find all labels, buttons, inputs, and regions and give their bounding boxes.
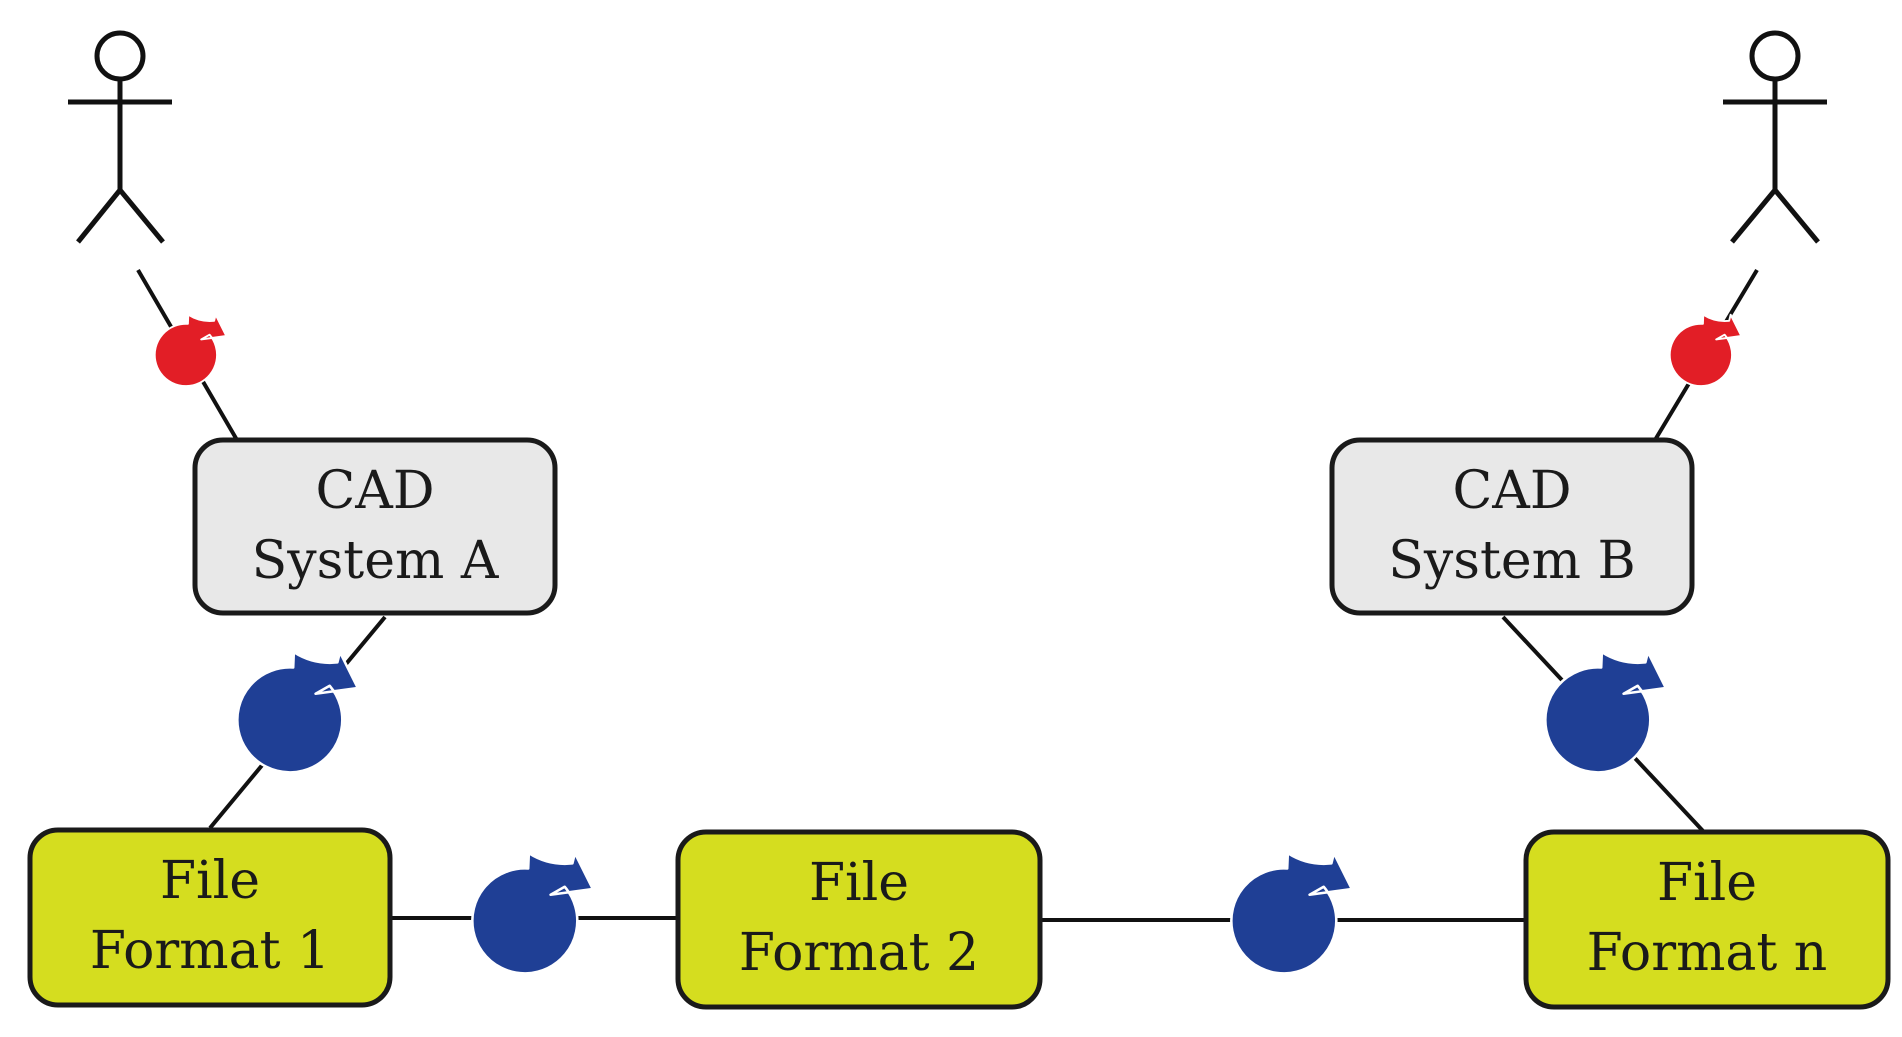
node-cad-system-a-line-2: System A xyxy=(252,531,500,591)
node-file-format-2-line-2: Format 2 xyxy=(739,923,979,983)
format-2-to-format-n-conversion-cycle-icon xyxy=(1231,853,1352,973)
node-file-format-n-line-2: Format n xyxy=(1587,923,1828,983)
format-1-to-format-2-conversion-cycle-icon xyxy=(472,853,593,973)
node-cad-system-a: CAD System A xyxy=(192,437,558,616)
node-cad-system-b-line-1: CAD xyxy=(1452,461,1571,521)
node-file-format-1-line-1: File xyxy=(160,851,260,911)
node-cad-system-b: CAD System B xyxy=(1329,437,1695,616)
node-file-format-2-line-1: File xyxy=(809,853,909,913)
node-file-format-n: File Format n xyxy=(1523,829,1891,1010)
node-file-format-1-line-2: Format 1 xyxy=(90,921,330,981)
node-file-format-2: File Format 2 xyxy=(675,829,1043,1010)
cad-a-to-format-1-conversion-cycle-icon xyxy=(237,652,358,772)
user-a-interaction-cycle-icon xyxy=(155,315,227,386)
node-cad-system-b-line-2: System B xyxy=(1388,531,1635,591)
user-b-interaction-cycle-icon xyxy=(1670,315,1742,386)
user-b-stick-figure-icon xyxy=(1723,30,1827,244)
user-a-stick-figure-icon xyxy=(68,30,172,244)
node-file-format-1: File Format 1 xyxy=(27,827,393,1008)
node-cad-system-a-line-1: CAD xyxy=(315,461,434,521)
node-file-format-n-line-1: File xyxy=(1657,853,1757,913)
cad-b-to-format-n-conversion-cycle-icon xyxy=(1545,652,1666,772)
